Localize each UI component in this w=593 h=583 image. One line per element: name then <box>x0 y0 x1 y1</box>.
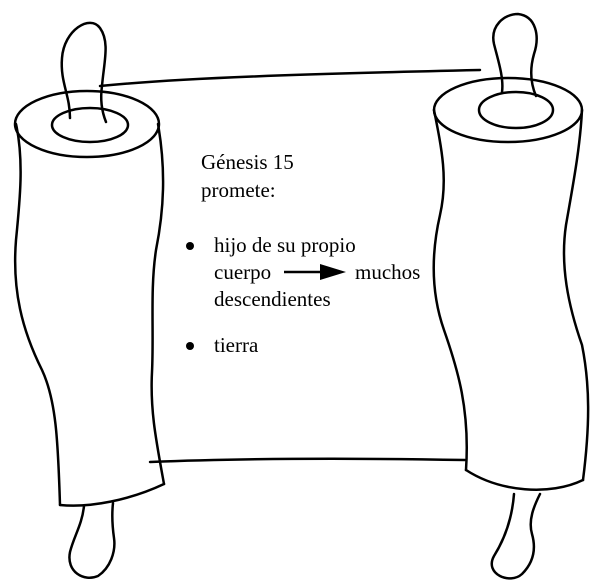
left-rod-bottom-handle <box>68 501 116 579</box>
left-roll-top-inner <box>50 106 130 144</box>
bullet-icon <box>186 342 194 350</box>
bullet-1-line-2-after-arrow: muchos <box>355 260 421 284</box>
bullet-1-line-3: descendientes <box>214 287 331 311</box>
bullet-1-line-1: hijo de su propio <box>214 233 356 257</box>
bullet-1-line-2-before-arrow: cuerpo <box>214 260 272 284</box>
right-roll-top-inner <box>477 90 555 130</box>
scroll-heading-line-2: promete: <box>201 178 276 202</box>
right-roll-left-side <box>432 108 469 472</box>
right-roll-right-side <box>562 108 590 482</box>
left-rod-top-handle <box>60 21 108 124</box>
bullet-2-line-1: tierra <box>214 333 259 357</box>
right-rod-top-handle <box>492 12 538 98</box>
bullet-icon <box>186 242 194 250</box>
left-roll-bottom <box>58 482 166 507</box>
right-rod-bottom-handle <box>490 492 542 580</box>
left-roll-right-side <box>150 122 166 486</box>
scroll-heading-line-1: Génesis 15 <box>201 150 294 174</box>
paper-bottom-edge <box>148 457 467 464</box>
right-roll-bottom <box>464 468 585 491</box>
left-roll-left-side <box>13 122 62 507</box>
paper-top-edge <box>98 68 482 88</box>
right-roll-top-outer <box>432 76 584 144</box>
left-roll-top-outer <box>13 89 161 159</box>
right-arrow-icon <box>284 264 346 280</box>
